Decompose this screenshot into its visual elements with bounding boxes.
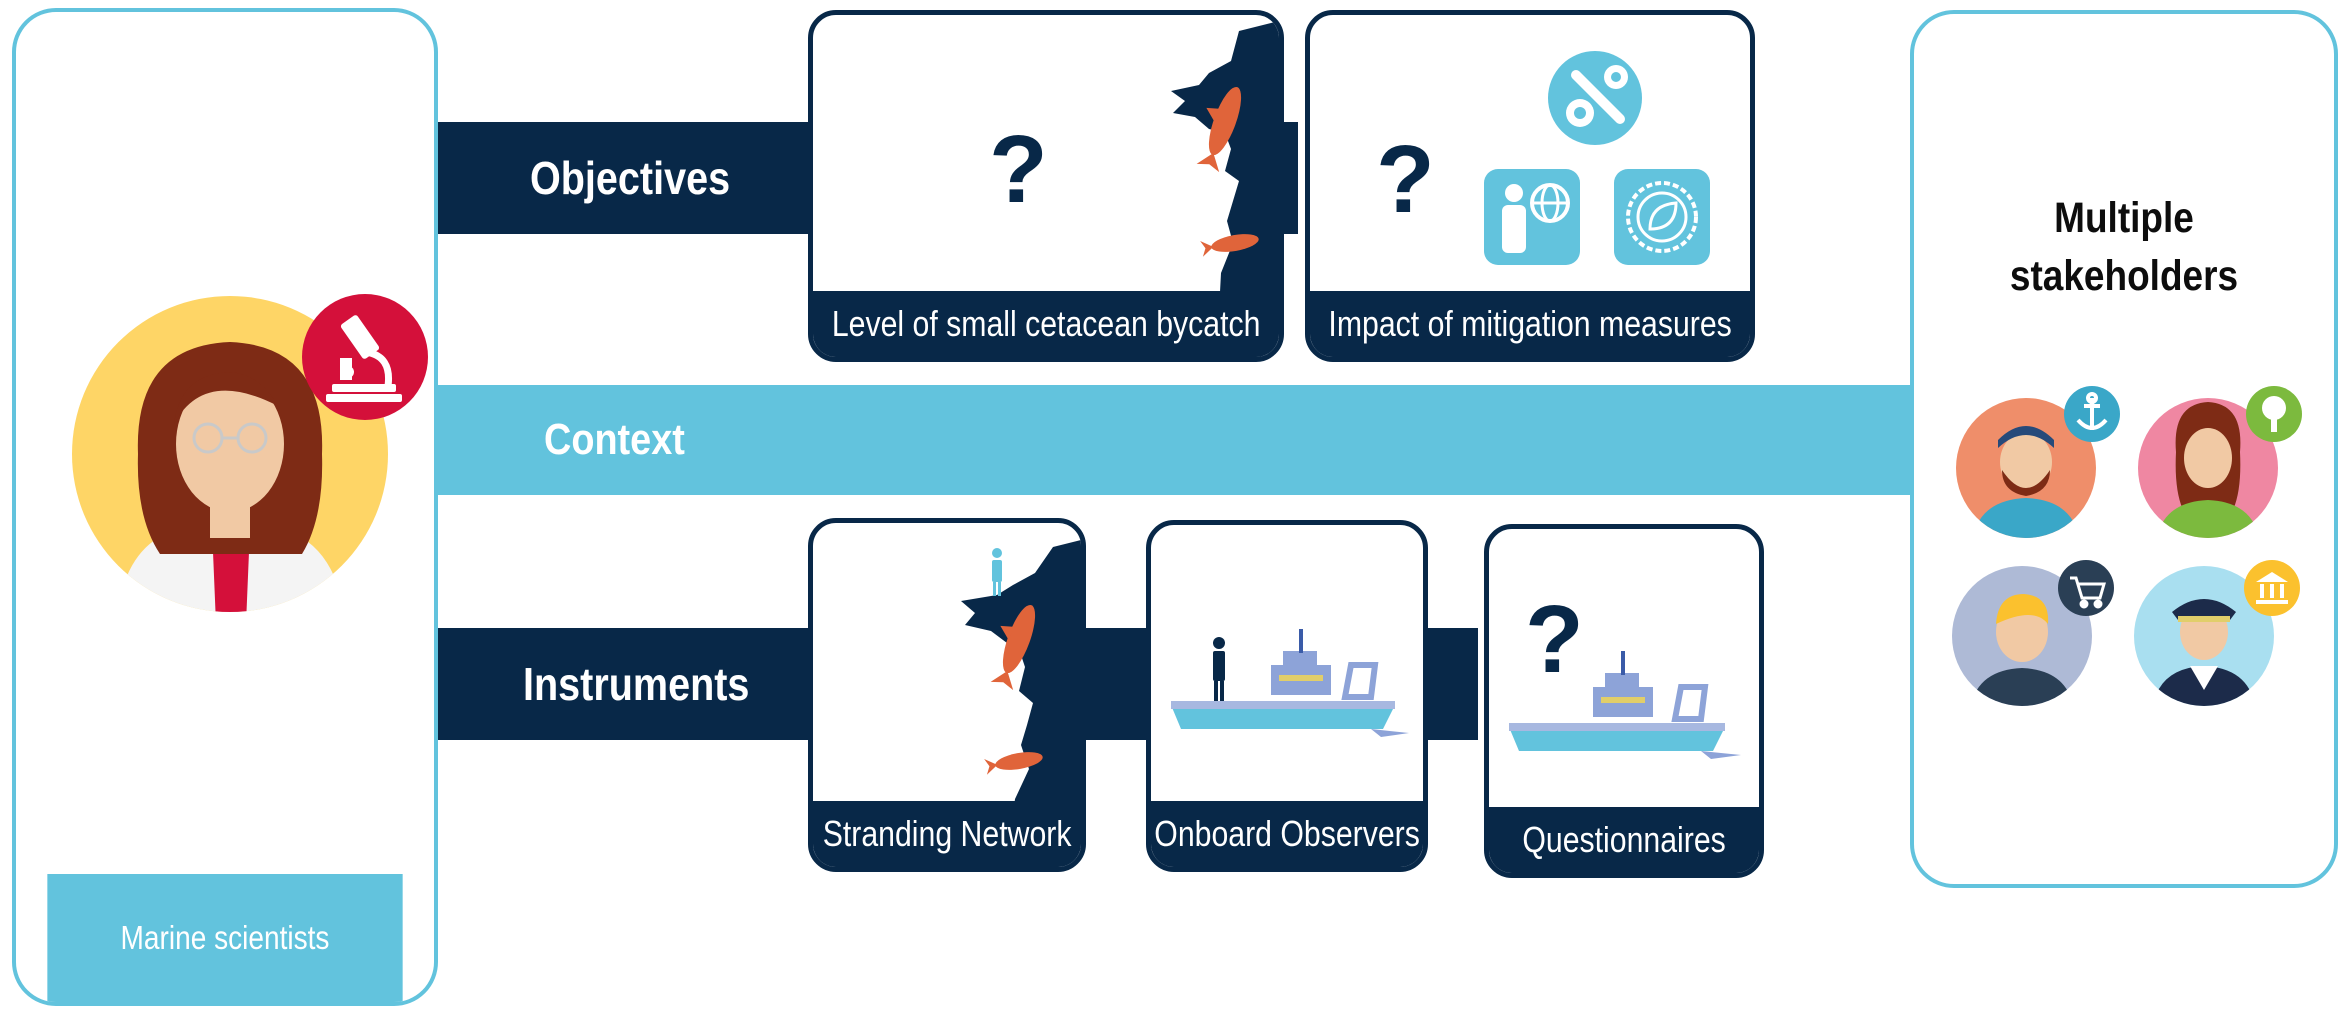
stakeholders-panel: Multiple stakeholders	[1910, 10, 2338, 888]
question-mark: ?	[1525, 586, 1584, 693]
question-mark: ?	[989, 116, 1048, 223]
shopping-cart-icon	[2070, 576, 2106, 609]
questionnaires-label: Questionnaires	[1489, 807, 1759, 873]
policy-globe-icon	[1484, 169, 1580, 265]
microscope-icon	[326, 315, 402, 402]
bycatch-level-card: ? Level of small cetacean bycatch	[808, 10, 1284, 362]
onboard-observers-label: Onboard Observers	[1151, 801, 1423, 867]
consumer-avatar	[1952, 560, 2114, 706]
marine-scientists-label: Marine scientists	[47, 874, 403, 1002]
stakeholders-title: Multiple stakeholders	[2009, 194, 2239, 300]
tree-icon	[2262, 396, 2286, 432]
official-avatar	[2134, 560, 2300, 706]
dolphin-icon	[984, 752, 1043, 775]
context-label: Context	[544, 415, 685, 464]
dolphin-icon	[990, 604, 1036, 691]
person-icon	[1213, 637, 1225, 705]
coastline-map-icon	[961, 540, 1081, 829]
dolphin-icon	[1196, 86, 1242, 173]
dolphin-icon	[1200, 234, 1259, 257]
microscope-badge	[302, 294, 428, 420]
objectives-label: Objectives	[530, 152, 731, 204]
mitigation-impact-card: ? Impact of mitigation measures	[1305, 10, 1755, 362]
coastline-map-icon	[1171, 21, 1279, 311]
fishing-boat-icon	[1171, 629, 1409, 737]
onboard-observers-card: Onboard Observers	[1146, 520, 1428, 872]
stranding-network-label: Stranding Network	[813, 801, 1081, 867]
fisher-avatar	[1956, 386, 2120, 538]
questionnaires-card: ? Questionnaires	[1484, 524, 1764, 878]
marine-scientists-panel: Marine scientists	[12, 8, 438, 1006]
context-band: Context	[438, 385, 1912, 495]
eco-seal-icon	[1614, 169, 1710, 265]
anchor-icon	[2076, 392, 2108, 430]
stranding-network-card: Stranding Network	[808, 518, 1086, 872]
environmentalist-avatar	[2138, 386, 2302, 538]
instruments-label: Instruments	[523, 658, 750, 710]
institution-icon	[2256, 572, 2288, 604]
wrench-gear-icon	[1548, 51, 1642, 145]
mitigation-impact-label: Impact of mitigation measures	[1310, 291, 1750, 357]
bycatch-level-label: Level of small cetacean bycatch	[813, 291, 1279, 357]
question-mark: ?	[1376, 126, 1435, 233]
person-icon	[992, 548, 1002, 596]
fishing-boat-icon	[1509, 651, 1741, 759]
